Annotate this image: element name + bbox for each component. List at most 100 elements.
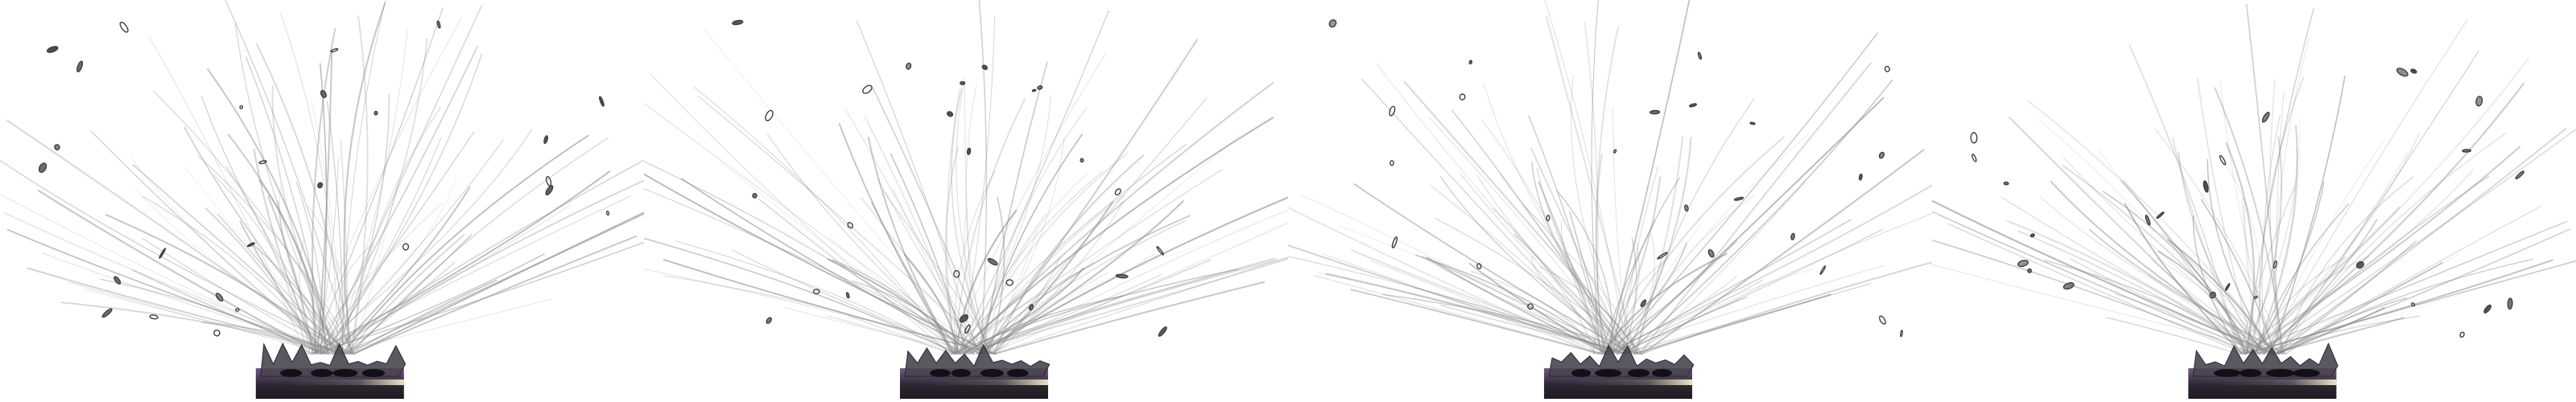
debris-particle xyxy=(2202,180,2209,193)
spray-streak xyxy=(965,84,989,355)
debris-particle xyxy=(1328,18,1337,28)
debris-particle xyxy=(845,292,850,299)
impact-base xyxy=(899,343,1051,399)
spray-streak xyxy=(644,188,990,355)
spray-streak xyxy=(976,215,1191,355)
debris-particle xyxy=(1684,204,1689,212)
spray-streak xyxy=(1612,108,1629,355)
spray-streak xyxy=(1545,15,1637,355)
spray-streak xyxy=(704,28,981,355)
spray-streak xyxy=(1633,136,1684,355)
spray-streak xyxy=(350,15,369,355)
debris-particle xyxy=(1640,299,1647,307)
spray-streak xyxy=(993,260,1278,355)
spray-streak xyxy=(2270,76,2346,355)
debris-particle xyxy=(1459,93,1466,100)
spray-streak xyxy=(1288,256,1624,355)
spray-streak xyxy=(964,77,976,355)
spray-streak xyxy=(978,245,1201,355)
spray-streak xyxy=(349,279,497,355)
spray-streak xyxy=(1627,79,1893,355)
spray-streak xyxy=(308,205,349,355)
spray-streak xyxy=(988,196,1005,355)
debris-particle xyxy=(2219,154,2227,166)
spray-streak xyxy=(132,164,350,355)
spray-streak xyxy=(1415,254,1609,355)
spray-streak xyxy=(2251,133,2420,355)
debris-particle xyxy=(402,243,410,251)
spray-streak xyxy=(279,184,343,355)
debris-particle xyxy=(1613,149,1617,154)
spray-streak xyxy=(184,166,347,355)
spray-streak xyxy=(90,130,332,355)
spray-streak xyxy=(993,154,1145,355)
spray-streak xyxy=(312,241,644,355)
spray-streak xyxy=(2062,157,2283,355)
spray-streak xyxy=(1932,264,2281,355)
spray-streak xyxy=(1603,184,1932,355)
spray-streak xyxy=(644,237,957,355)
spray-streak xyxy=(958,168,1224,355)
spray-streak xyxy=(1932,199,2275,355)
debris-particle xyxy=(1527,303,1534,310)
debris-particle xyxy=(543,135,548,145)
spray-streak xyxy=(2240,150,2298,355)
spray-streak xyxy=(2243,221,2567,355)
spray-streak xyxy=(312,178,457,355)
debris-particle xyxy=(1657,252,1668,260)
debris-particle xyxy=(2224,282,2231,291)
base-glow-band xyxy=(2188,379,2337,385)
debris-particle xyxy=(119,21,129,33)
debris-particle xyxy=(1884,65,1890,72)
spray-streak xyxy=(2156,257,2264,355)
spray-streak xyxy=(149,36,307,355)
spray-streak xyxy=(320,204,572,355)
spray-streak xyxy=(2239,185,2296,355)
spray-streak xyxy=(184,126,348,355)
spray-streak xyxy=(861,197,978,355)
spray-streak xyxy=(2128,44,2240,355)
dark-pool xyxy=(1006,369,1029,377)
spray-streak xyxy=(1606,0,1690,355)
dark-pool xyxy=(1628,369,1650,377)
spray-streak xyxy=(322,4,483,355)
spray-streak xyxy=(1476,174,1628,355)
spray-streak xyxy=(348,234,473,355)
spray-streak xyxy=(1623,268,1814,355)
debris-particle xyxy=(987,257,998,266)
debris-particle xyxy=(246,242,255,248)
spray-streak xyxy=(1528,115,1607,355)
spray-streak xyxy=(2253,182,2325,355)
debris-particle xyxy=(1546,215,1550,222)
spray-streak xyxy=(252,244,345,355)
spray-streak xyxy=(27,267,350,355)
spray-streak xyxy=(675,240,956,355)
debris-particle xyxy=(2515,170,2524,180)
debris-particle xyxy=(966,147,972,155)
debris-particle xyxy=(1971,154,1977,162)
spray-streak xyxy=(2219,80,2275,355)
base-glow-band xyxy=(899,379,1048,385)
debris-particle xyxy=(2003,181,2009,186)
spray-streak xyxy=(217,213,339,355)
spray-streak xyxy=(852,280,960,355)
debris-particle xyxy=(2396,68,2409,77)
dark-pool xyxy=(2293,369,2320,377)
debris-particle xyxy=(1389,105,1396,117)
debris-particle xyxy=(1005,279,1013,286)
spray-streak xyxy=(1624,136,1692,355)
debris-particle xyxy=(436,20,441,29)
spray-streak xyxy=(644,103,986,355)
spray-streak xyxy=(351,106,442,355)
spray-streak xyxy=(1499,173,1641,355)
spray-streak xyxy=(332,38,428,355)
spray-streak xyxy=(325,137,442,355)
spray-streak xyxy=(960,95,1052,355)
spray-streak xyxy=(225,0,351,355)
spray-streak xyxy=(1440,176,1629,355)
spray-streak xyxy=(225,166,308,355)
spray-streak xyxy=(2269,79,2281,355)
spray-streak xyxy=(1606,256,1670,355)
debris-particle xyxy=(2209,291,2216,299)
spray-streak xyxy=(2239,206,2401,355)
